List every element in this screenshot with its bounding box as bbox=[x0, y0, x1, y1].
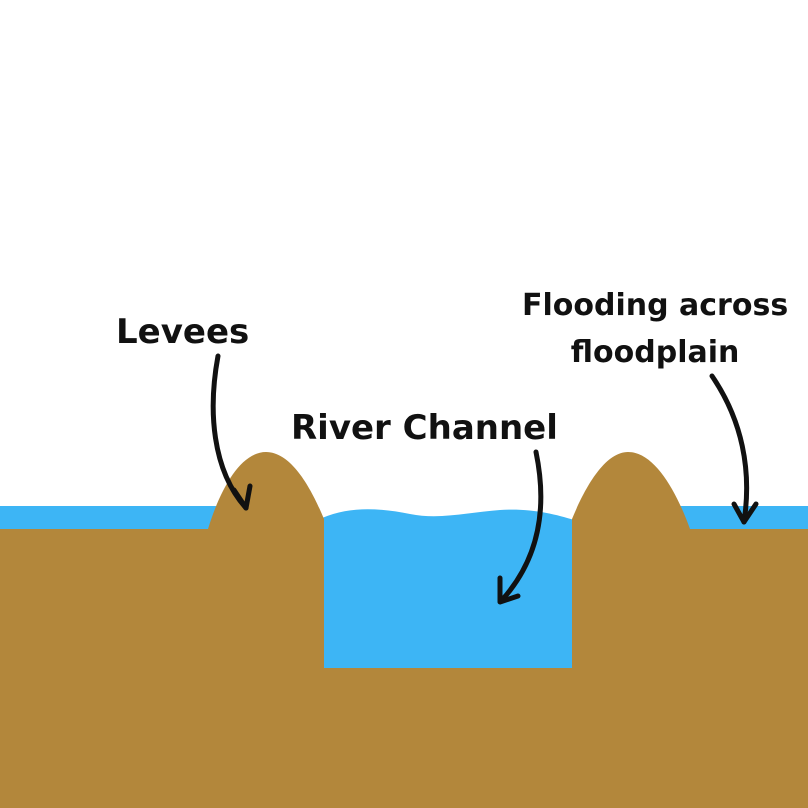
flooding-label: Flooding across floodplain bbox=[522, 282, 788, 376]
flooding-label-line-2: floodplain bbox=[570, 335, 740, 370]
river-channel-label: River Channel bbox=[291, 408, 558, 448]
flooding-arrow bbox=[709, 373, 759, 525]
river-channel-arrow bbox=[497, 449, 544, 605]
ground-with-levees bbox=[0, 452, 808, 808]
river-water bbox=[322, 509, 574, 668]
levees-label: Levees bbox=[116, 312, 250, 352]
levees-arrow bbox=[210, 353, 253, 511]
flooding-label-line-1: Flooding across bbox=[522, 288, 789, 323]
